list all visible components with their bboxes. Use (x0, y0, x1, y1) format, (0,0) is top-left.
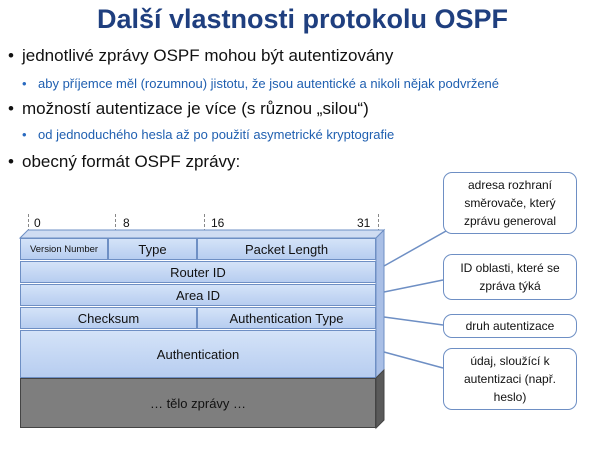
callout-area-id: ID oblasti, které se zpráva týká (443, 254, 577, 300)
packet-side-face (375, 228, 385, 380)
bullet-dot-icon: • (22, 127, 27, 142)
bullet-dot-icon: • (8, 46, 14, 65)
body-side-face (375, 368, 385, 430)
bit-label-0: 0 (34, 216, 41, 230)
callout-tail-auth-type (383, 316, 444, 326)
field-checksum: Checksum (20, 307, 197, 329)
bullet-2: • možností autentizace je více (s různou … (8, 99, 369, 119)
bullet-dot-icon: • (22, 76, 27, 91)
bullet-1-text: jednotlivé zprávy OSPF mohou být autenti… (22, 46, 394, 65)
field-router-id: Router ID (20, 261, 376, 283)
bit-label-8: 8 (123, 216, 130, 230)
bit-label-16: 16 (211, 216, 225, 230)
field-packet-length: Packet Length (197, 238, 376, 260)
bullet-dot-icon: • (8, 99, 14, 118)
bit-tick (115, 214, 116, 232)
sub-bullet-1: • aby příjemce měl (rozumnou) jistotu, že… (22, 76, 499, 91)
message-body: … tělo zprávy … (20, 378, 376, 428)
bit-tick (204, 214, 205, 232)
bullet-2-text: možností autentizace je více (s různou „… (22, 99, 369, 118)
callout-auth-type: druh autentizace (443, 314, 577, 338)
field-authentication: Authentication (20, 330, 376, 378)
slide-title: Další vlastnosti protokolu OSPF (96, 4, 509, 34)
bit-tick (28, 214, 29, 232)
field-authentication-type: Authentication Type (197, 307, 376, 329)
sub-bullet-1-text: aby příjemce měl (rozumnou) jistotu, že … (38, 76, 500, 91)
callout-tail-auth (383, 351, 444, 369)
callout-auth-data: údaj, sloužící k autentizaci (např. hesl… (443, 348, 577, 410)
bit-tick (378, 214, 379, 232)
bullet-dot-icon: • (8, 152, 14, 171)
bullet-1: • jednotlivé zprávy OSPF mohou být autent… (8, 46, 393, 66)
bit-label-31: 31 (357, 216, 371, 230)
packet-top-face (18, 229, 386, 239)
sub-bullet-2: • od jednoduchého hesla až po použití asy… (22, 127, 394, 142)
callout-tail-area (383, 279, 444, 293)
callout-router-address: adresa rozhraní směrovače, který zprávu … (443, 172, 577, 234)
bullet-3: • obecný formát OSPF zprávy: (8, 152, 240, 172)
bullet-3-text: obecný formát OSPF zprávy: (22, 152, 241, 171)
sub-bullet-2-text: od jednoduchého hesla až po použití asym… (38, 127, 395, 142)
